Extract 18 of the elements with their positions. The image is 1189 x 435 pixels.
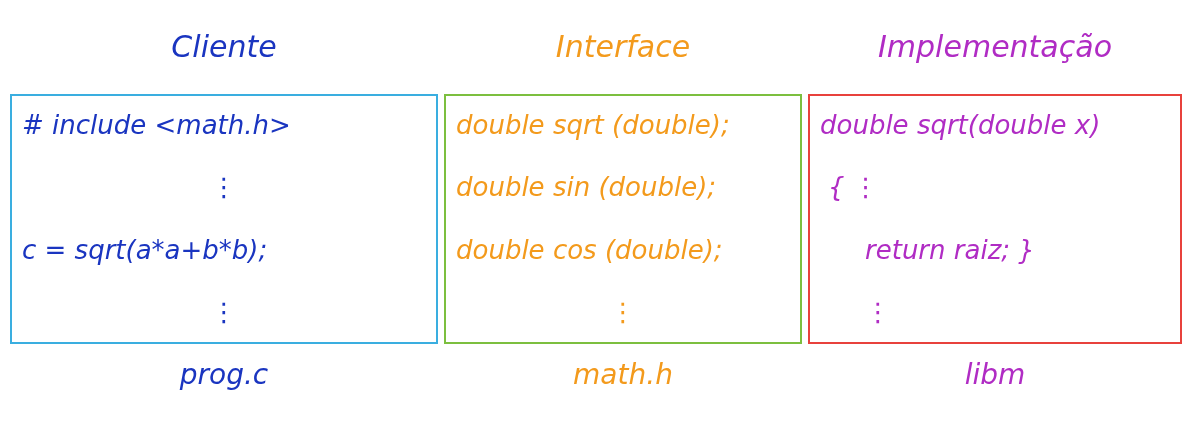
code-line: c = sqrt(a*a+b*b); [22,234,269,266]
panel-heading: Implementação [877,27,1113,66]
code-line: ⋮ [210,172,238,204]
code-line: double cos (double); [456,234,724,266]
code-line: return raiz; } [864,234,1036,266]
panel-heading: Cliente [170,27,278,66]
code-line: double sqrt (double); [456,110,731,142]
code-line: double sqrt(double x) [820,110,1102,142]
panel-heading: Interface [554,27,692,66]
code-line: ⋮ [210,296,238,328]
code-line: double sin (double); [456,172,718,204]
file-name: libm [963,358,1027,391]
code-line: # include <math.h> [22,110,292,142]
file-name: prog.c [178,358,270,391]
code-line: { ⋮ [827,172,880,204]
file-name: math.h [572,358,674,391]
code-line: ⋮ [609,296,637,328]
code-line: ⋮ [864,296,892,328]
